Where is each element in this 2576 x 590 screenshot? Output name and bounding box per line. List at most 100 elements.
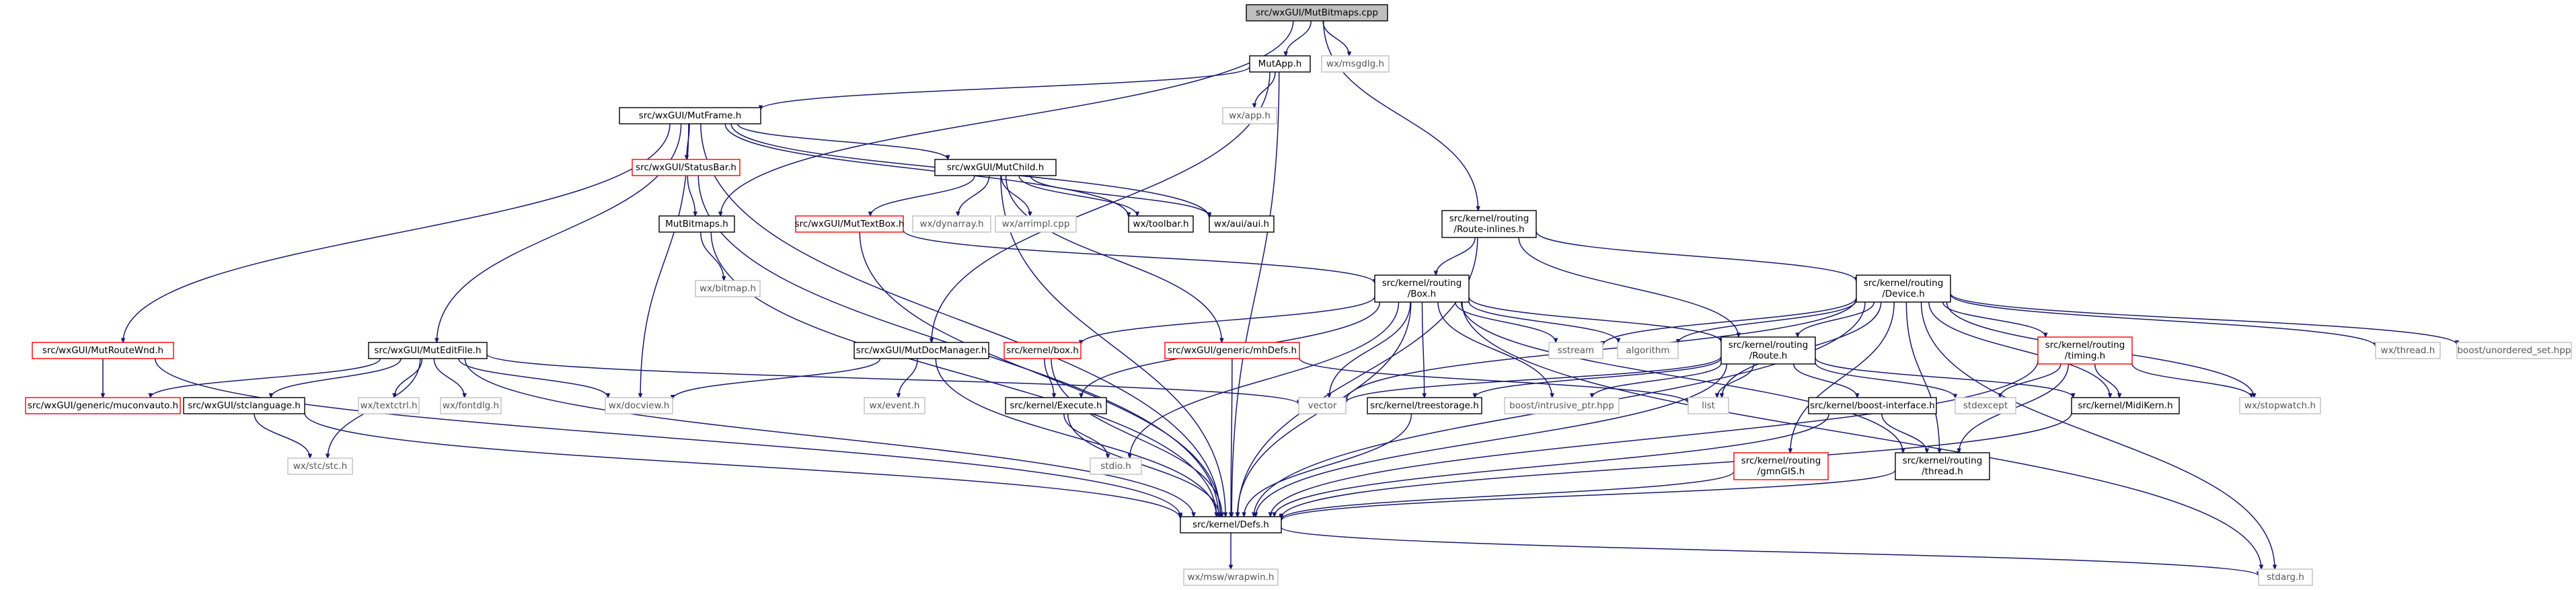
node-mhdefs[interactable]: src/wxGUI/generic/mhDefs.h — [1164, 342, 1300, 359]
node-box-wrapwin — [1183, 568, 1279, 586]
edge-kbox-to-defs — [1051, 358, 1222, 517]
node-box-algorithm — [1617, 342, 1679, 359]
node-label-kbox: src/kernel/box.h — [1006, 345, 1079, 356]
node-route_inlines[interactable]: src/kernel/routing/Route-inlines.h — [1441, 210, 1537, 238]
node-box-thread — [2375, 342, 2441, 359]
edge-route-to-treestorage — [1475, 357, 1722, 398]
edge-mutchild-to-arrimpl — [1000, 175, 1030, 216]
edge-device-to-kthread — [1905, 301, 1939, 453]
edge-device-to-timing — [1942, 301, 2046, 337]
edge-route-to-intrusive — [1592, 363, 1722, 398]
node-aui[interactable]: wx/aui/aui.h — [1209, 215, 1275, 233]
edge-device-to-stdarg — [1920, 301, 2275, 569]
edge-timing-to-stdexcept — [2000, 363, 2061, 398]
node-mutchild[interactable]: src/wxGUI/MutChild.h — [934, 159, 1057, 176]
edge-box-to-kbox — [1081, 296, 1375, 344]
edge-mutextbox-to-box — [903, 229, 1375, 283]
edge-mutdocmanager-to-defs — [935, 358, 1216, 517]
node-device[interactable]: src/kernel/routing/Device.h — [1856, 274, 1951, 303]
node-gmnGIS[interactable]: src/kernel/routing/gmnGIS.h — [1733, 452, 1829, 480]
node-label-route_inlines-line1: src/kernel/routing — [1449, 213, 1529, 224]
node-toolbar[interactable]: wx/toolbar.h — [1128, 215, 1194, 233]
edge-box-to-vector — [1329, 301, 1411, 398]
node-event: wx/event.h — [864, 397, 925, 414]
node-treestorage[interactable]: src/kernel/treestorage.h — [1367, 397, 1482, 414]
node-box-toolbar — [1128, 215, 1194, 233]
node-label-timing-line2: /timing.h — [2065, 351, 2105, 361]
node-sstream: sstream — [1548, 342, 1603, 359]
node-root[interactable]: src/wxGUI/MutBitmaps.cpp — [1246, 4, 1388, 22]
edge-device-to-sstream — [1603, 297, 1857, 345]
node-box-mutroutewnd — [32, 342, 174, 359]
edge-root-to-msgdlg — [1322, 20, 1349, 56]
edge-route-to-defs — [1256, 363, 1728, 517]
node-kthread[interactable]: src/kernel/routing/thread.h — [1895, 452, 1990, 480]
node-label-stclanguage: src/wxGUI/stclanguage.h — [188, 400, 301, 411]
node-defs[interactable]: src/kernel/Defs.h — [1180, 516, 1282, 533]
edge-route_inlines-to-route — [1518, 237, 1739, 337]
node-box-stopwatch — [2239, 397, 2321, 414]
node-label-stc: wx/stc/stc.h — [293, 461, 347, 472]
node-stc: wx/stc/stc.h — [287, 457, 353, 475]
node-box-stdarg — [2258, 568, 2313, 586]
node-boostif[interactable]: src/kernel/boost-interface.h — [1808, 397, 1937, 414]
edge-device-to-gmnGIS — [1790, 301, 1895, 453]
node-mutframe[interactable]: src/wxGUI/MutFrame.h — [619, 107, 761, 124]
node-muconvauto[interactable]: src/wxGUI/generic/muconvauto.h — [25, 397, 181, 414]
node-label-app: wx/app.h — [1229, 110, 1271, 121]
node-label-mutbitmaps: MutBitmaps.h — [665, 219, 728, 229]
node-mutdocmanager[interactable]: src/wxGUI/MutDocManager.h — [854, 342, 989, 359]
edge-mutframe-to-mutchild — [737, 123, 948, 159]
node-label-event: wx/event.h — [870, 400, 920, 411]
node-label-aui: wx/aui/aui.h — [1214, 219, 1269, 229]
edge-device-to-midikern — [1928, 301, 2110, 398]
node-mutroutewnd[interactable]: src/wxGUI/MutRouteWnd.h — [32, 342, 174, 359]
node-label-algorithm: algorithm — [1626, 345, 1669, 356]
node-box-defs — [1180, 516, 1282, 533]
node-intrusive: boost/intrusive_ptr.hpp — [1504, 397, 1620, 414]
node-statusbar[interactable]: src/wxGUI/StatusBar.h — [632, 159, 741, 176]
node-box[interactable]: src/kernel/routing/Box.h — [1374, 274, 1470, 303]
node-box-sstream — [1548, 342, 1603, 359]
node-mutbitmaps[interactable]: MutBitmaps.h — [658, 215, 735, 233]
node-box-boostif — [1808, 397, 1937, 414]
node-label-route-line1: src/kernel/routing — [1729, 340, 1809, 351]
node-box-fontdlg — [440, 397, 502, 414]
edge-muteditfile-to-docview — [458, 358, 608, 398]
node-stopwatch: wx/stopwatch.h — [2239, 397, 2321, 414]
node-label-docview: wx/docview.h — [609, 400, 670, 411]
edge-box-to-stdio — [1130, 301, 1400, 458]
node-box-intrusive — [1504, 397, 1620, 414]
node-stclanguage[interactable]: src/wxGUI/stclanguage.h — [183, 397, 305, 414]
node-box-mutframe — [619, 107, 761, 124]
node-midikern[interactable]: src/kernel/MidiKern.h — [2071, 397, 2180, 414]
node-list: list — [1688, 397, 1729, 414]
node-mutextbox[interactable]: src/wxGUI/MutTextBox.h — [795, 215, 905, 233]
node-box-mutbitmaps — [658, 215, 735, 233]
node-label-mhdefs: src/wxGUI/generic/mhDefs.h — [1168, 345, 1297, 356]
node-execute[interactable]: src/kernel/Execute.h — [1005, 397, 1107, 414]
node-unordered: boost/unordered_set.hpp — [2456, 342, 2572, 359]
node-label-route-line2: /Route.h — [1749, 351, 1788, 361]
node-box-device — [1856, 274, 1951, 303]
edge-mutchild-to-mutextbox — [870, 175, 975, 216]
node-box-mutextbox — [795, 215, 904, 233]
node-box-msgdlg — [1321, 55, 1390, 73]
node-route[interactable]: src/kernel/routing/Route.h — [1720, 336, 1816, 365]
edge-box-to-kthread — [1460, 301, 1903, 453]
node-box-statusbar — [632, 159, 741, 176]
node-label-gmnGIS-line1: src/kernel/routing — [1741, 455, 1821, 466]
node-mutapp[interactable]: MutApp.h — [1249, 55, 1311, 73]
node-box-timing — [2037, 336, 2133, 365]
edge-mutframe-to-defs — [700, 123, 1220, 517]
node-muteditfile[interactable]: src/wxGUI/MutEditFile.h — [368, 342, 488, 359]
edge-kthread-to-defs — [1281, 470, 1896, 521]
node-stdarg: stdarg.h — [2258, 568, 2313, 586]
edge-muteditfile-to-defs — [464, 358, 1193, 517]
node-box-route — [1720, 336, 1816, 365]
node-fontdlg: wx/fontdlg.h — [440, 397, 502, 414]
node-docview: wx/docview.h — [605, 397, 673, 414]
edge-route-to-vector — [1346, 356, 1722, 403]
node-kbox[interactable]: src/kernel/box.h — [1003, 342, 1082, 359]
node-timing[interactable]: src/kernel/routing/timing.h — [2037, 336, 2133, 365]
